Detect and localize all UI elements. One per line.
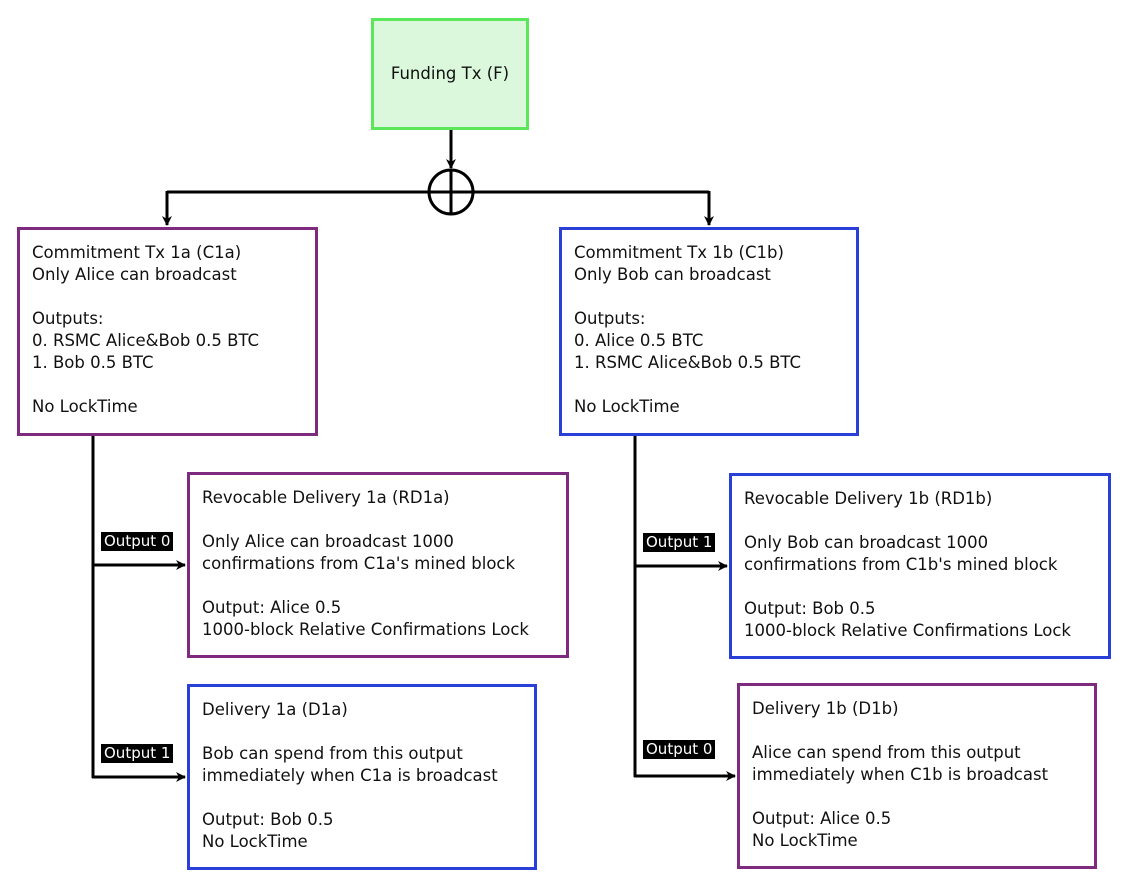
d1b-desc-line-2: immediately when C1b is broadcast [752, 765, 1049, 784]
d1b-locktime: No LockTime [752, 831, 858, 850]
rd1b-lock: 1000-block Relative Confirmations Lock [744, 621, 1071, 640]
c1a-title: Commitment Tx 1a (C1a) [32, 243, 242, 262]
funding-tx-box: Funding Tx (F) [371, 18, 529, 130]
c1b-outputs-label: Outputs: [574, 309, 646, 328]
rd1b-desc-line-2: confirmations from C1b's mined block [744, 555, 1058, 574]
rd1a-lock: 1000-block Relative Confirmations Lock [202, 620, 529, 639]
commitment-tx-1a-box: Commitment Tx 1a (C1a) Only Alice can br… [17, 227, 318, 436]
tag-right-output-1: Output 1 [643, 533, 716, 552]
rd1a-desc-line-2: confirmations from C1a's mined block [202, 554, 516, 573]
circle-plus-icon [427, 168, 475, 216]
rd1b-output: Output: Bob 0.5 [744, 599, 876, 618]
d1b-output: Output: Alice 0.5 [752, 809, 892, 828]
tag-left-output-1: Output 1 [101, 744, 174, 763]
rd1a-desc-line-1: Only Alice can broadcast 1000 [202, 532, 454, 551]
c1a-output-1: 1. Bob 0.5 BTC [32, 353, 154, 372]
c1a-output-0: 0. RSMC Alice&Bob 0.5 BTC [32, 331, 260, 350]
tag-left-output-0: Output 0 [101, 532, 174, 551]
d1a-desc-line-1: Bob can spend from this output [202, 744, 463, 763]
d1b-desc-line-1: Alice can spend from this output [752, 743, 1021, 762]
tag-right-output-0: Output 0 [643, 740, 716, 759]
c1b-output-1: 1. RSMC Alice&Bob 0.5 BTC [574, 353, 802, 372]
c1a-broadcast: Only Alice can broadcast [32, 265, 237, 284]
d1a-title: Delivery 1a (D1a) [202, 700, 348, 719]
c1b-output-0: 0. Alice 0.5 BTC [574, 331, 704, 350]
c1a-outputs-label: Outputs: [32, 309, 104, 328]
d1a-desc-line-2: immediately when C1a is broadcast [202, 766, 498, 785]
rd1a-output: Output: Alice 0.5 [202, 598, 342, 617]
d1a-output: Output: Bob 0.5 [202, 810, 334, 829]
funding-tx-label: Funding Tx (F) [390, 64, 510, 83]
rd1a-title: Revocable Delivery 1a (RD1a) [202, 488, 450, 507]
rd1b-desc-line-1: Only Bob can broadcast 1000 [744, 533, 989, 552]
d1a-locktime: No LockTime [202, 832, 308, 851]
delivery-1b-box: Delivery 1b (D1b) Alice can spend from t… [737, 683, 1097, 869]
c1a-locktime: No LockTime [32, 397, 138, 416]
c1b-locktime: No LockTime [574, 397, 680, 416]
delivery-1a-box: Delivery 1a (D1a) Bob can spend from thi… [187, 684, 537, 870]
revocable-delivery-1b-box: Revocable Delivery 1b (RD1b) Only Bob ca… [729, 473, 1111, 659]
c1b-broadcast: Only Bob can broadcast [574, 265, 771, 284]
revocable-delivery-1a-box: Revocable Delivery 1a (RD1a) Only Alice … [187, 472, 569, 658]
rd1b-title: Revocable Delivery 1b (RD1b) [744, 489, 993, 508]
commitment-tx-1b-box: Commitment Tx 1b (C1b) Only Bob can broa… [559, 227, 859, 436]
d1b-title: Delivery 1b (D1b) [752, 699, 899, 718]
c1b-title: Commitment Tx 1b (C1b) [574, 243, 784, 262]
